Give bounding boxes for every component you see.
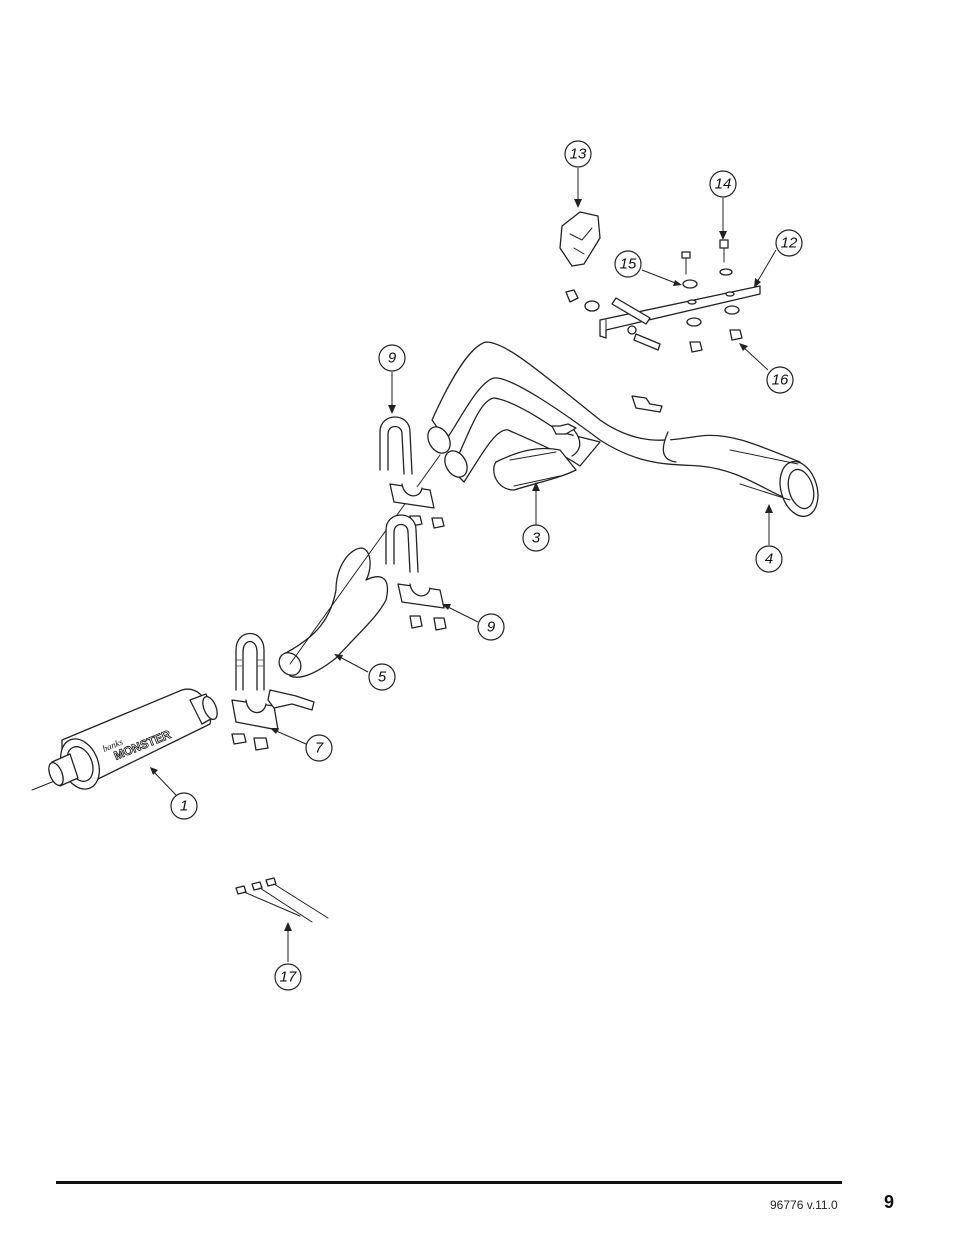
callout-9-lower: 9 (477, 613, 505, 641)
svg-text:15: 15 (620, 256, 637, 273)
document-number: 96776 v.11.0 (770, 1198, 838, 1212)
y-pipe-part (278, 454, 441, 678)
svg-text:14: 14 (715, 176, 732, 193)
callout-13: 13 (564, 140, 592, 168)
callout-14: 14 (709, 170, 737, 198)
tailpipe-part-4 (427, 341, 819, 518)
callout-1: 1 (170, 792, 198, 820)
clamp-part-9-upper (379, 416, 445, 529)
svg-text:4: 4 (765, 551, 773, 568)
svg-text:9: 9 (388, 350, 397, 367)
callout-5: 5 (368, 663, 396, 691)
hanger-isolator-part (559, 211, 601, 267)
svg-text:12: 12 (781, 235, 798, 252)
callout-7: 7 (305, 734, 333, 762)
muffler-part: banks MONSTER (31, 688, 218, 791)
clamp-part-7 (231, 633, 315, 751)
hardware-part-14 (719, 239, 743, 341)
callout-4: 4 (755, 545, 783, 573)
callout-17: 17 (274, 963, 302, 991)
cable-ties-part (235, 877, 329, 923)
svg-text:5: 5 (378, 669, 387, 686)
svg-text:3: 3 (532, 530, 541, 547)
tailpipe-part-3 (444, 397, 601, 491)
callout-15: 15 (614, 250, 642, 278)
svg-text:17: 17 (280, 969, 297, 986)
page-number: 9 (884, 1192, 895, 1212)
callout-12: 12 (775, 229, 803, 257)
leader-lines (150, 168, 777, 962)
hanger-bracket-part (565, 285, 761, 351)
svg-text:1: 1 (180, 798, 188, 815)
svg-text:13: 13 (570, 146, 587, 163)
footer-rule (56, 1181, 842, 1184)
callout-9-upper: 9 (378, 344, 406, 372)
svg-text:7: 7 (315, 740, 324, 757)
svg-text:16: 16 (772, 372, 789, 389)
hardware-part-15 (681, 251, 703, 353)
callout-16: 16 (766, 366, 794, 394)
callout-3: 3 (522, 524, 550, 552)
svg-text:9: 9 (487, 619, 496, 636)
clamp-part-9-lower (385, 514, 447, 631)
